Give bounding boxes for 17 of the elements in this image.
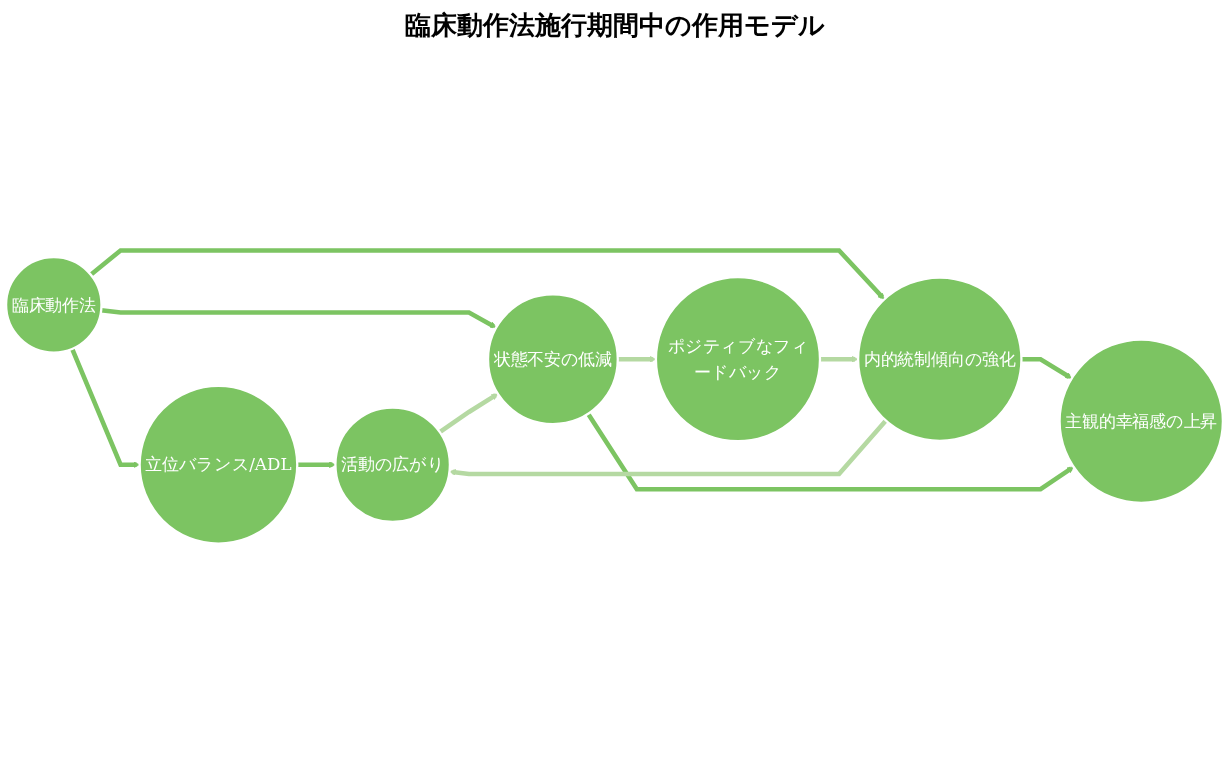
node-circle: ポジティブなフィードバック bbox=[654, 276, 822, 443]
arrow bbox=[449, 419, 888, 477]
node-circle: 内的統制傾向の強化 bbox=[857, 276, 1023, 442]
arrow bbox=[586, 412, 1074, 492]
node-circle: 立位バランス/ADL bbox=[138, 384, 299, 545]
node-circle: 臨床動作法 bbox=[4, 256, 103, 354]
arrow bbox=[617, 355, 657, 363]
arrow bbox=[297, 461, 336, 469]
node-circle: 状態不安の低減 bbox=[486, 293, 619, 426]
arrow bbox=[438, 393, 499, 435]
node-circle: 主観的幸福感の上昇 bbox=[1058, 338, 1225, 504]
arrow bbox=[70, 347, 140, 469]
arrow bbox=[89, 248, 885, 300]
arrow bbox=[1021, 356, 1072, 379]
arrow bbox=[820, 355, 859, 363]
node-circle: 活動の広がり bbox=[334, 406, 452, 524]
diagram-title: 臨床動作法施行期間中の作用モデル bbox=[403, 9, 826, 42]
